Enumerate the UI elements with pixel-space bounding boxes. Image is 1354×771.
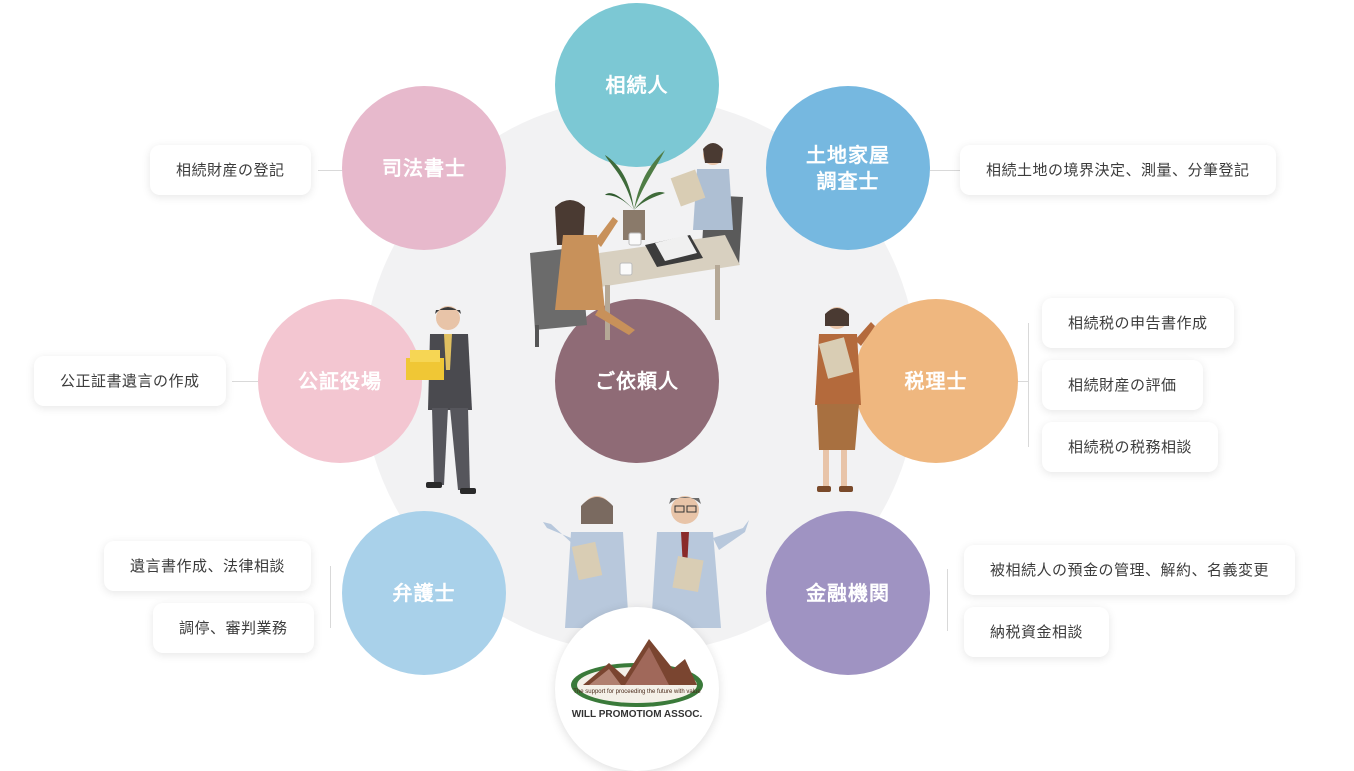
advisor-illustration (815, 307, 875, 492)
tag-bengoshi-1: 調停、審判業務 (153, 603, 314, 653)
node-bengoshi: 弁護士 (342, 511, 506, 675)
logo-tagline: The support for proceeding the future wi… (573, 689, 701, 695)
node-kousei-yakuba: 公証役場 (258, 299, 422, 463)
node-tochi-kaoku: 土地家屋 調査士 (766, 86, 930, 250)
tag-kinyu-0: 被相続人の預金の管理、解約、名義変更 (964, 545, 1296, 595)
meeting-illustration (530, 143, 743, 347)
node-irainin: ご依頼人 (555, 299, 719, 463)
connector-zeirishi-h (1018, 381, 1028, 382)
tag-kousei-0: 公正証書遺言の作成 (34, 356, 226, 406)
tag-shihou-0: 相続財産の登記 (150, 145, 311, 195)
connector-tochi (930, 170, 962, 171)
official-illustration (406, 306, 476, 494)
tag-zeirishi-0: 相続税の申告書作成 (1042, 298, 1234, 348)
logo-name: WILL PROMOTIOM ASSOC. (571, 709, 703, 720)
company-logo: The support for proceeding the future wi… (555, 607, 719, 771)
node-shihou-shoshi: 司法書士 (342, 86, 506, 250)
tag-tochi-0: 相続土地の境界決定、測量、分筆登記 (960, 145, 1276, 195)
connector-shihou (318, 170, 348, 171)
node-kinyu-kikan: 金融機関 (766, 511, 930, 675)
staff-illustration (543, 496, 749, 628)
node-zeirishi: 税理士 (854, 299, 1018, 463)
node-souzokunin: 相続人 (555, 3, 719, 167)
tag-kinyu-1: 納税資金相談 (964, 607, 1110, 657)
mountain-logo-mark (571, 639, 703, 707)
connector-bengoshi-v (330, 566, 331, 628)
tag-bengoshi-0: 遺言書作成、法律相談 (104, 541, 312, 591)
connector-kousei (232, 381, 258, 382)
connector-zeirishi-v (1028, 323, 1029, 447)
connector-kinyu-v (947, 569, 948, 631)
tag-zeirishi-2: 相続税の税務相談 (1042, 422, 1219, 472)
tag-zeirishi-1: 相続財産の評価 (1042, 360, 1203, 410)
